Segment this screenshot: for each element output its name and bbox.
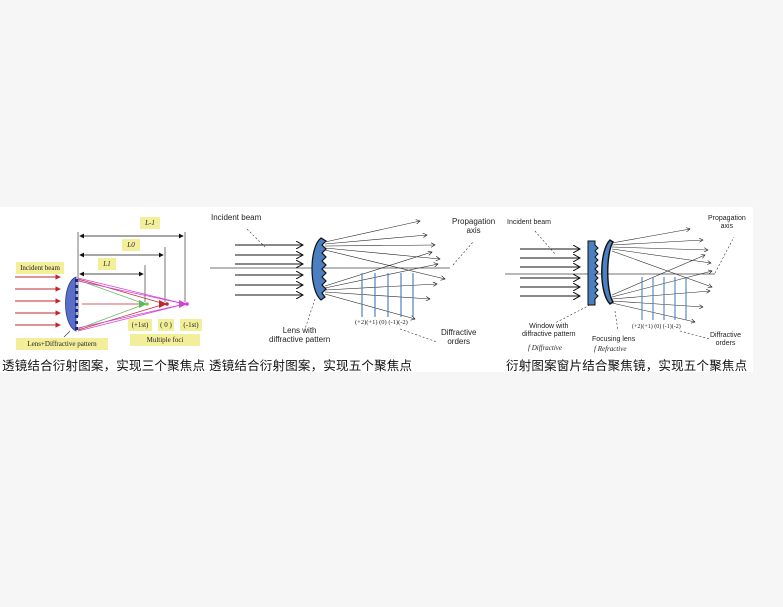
label-propagation-axis: Propagation axis [708, 215, 746, 231]
label-incident-beam: Incident beam [211, 213, 262, 222]
caption-five-foci-window: 衍射图案窗片结合聚焦镜，实现五个聚焦点 [506, 358, 748, 373]
label-propagation-axis: Propagation axis [452, 217, 496, 236]
panel-five-foci-window: Incident beam Propagation axis Window wi… [500, 207, 753, 373]
diagram-strip: L-1 L0 L1 Incident beam (+1st) ( 0 ) (-1… [0, 207, 753, 373]
caption-five-foci-lens: 透镜结合衍射图案，实现五个聚焦点 [209, 358, 413, 373]
panel-three-foci: L-1 L0 L1 Incident beam (+1st) ( 0 ) (-1… [0, 207, 206, 373]
three-foci-diagram [15, 232, 189, 338]
label-multiple-foci: Multiple foci [130, 334, 200, 346]
label-l1: L1 [98, 258, 116, 270]
label-l0: L0 [122, 239, 140, 251]
label-focusing-lens: Focusing lens [592, 336, 636, 343]
five-foci-lens-diagram [210, 207, 474, 343]
label-order-0: ( 0 ) [158, 319, 174, 331]
label-incident-beam: Incident beam [507, 219, 551, 226]
label-f-refractive: f Refractive [594, 345, 627, 353]
label-lens-diffractive: Lens+Diffractive pattern [16, 338, 108, 350]
label-order-minus1: (-1st) [180, 319, 202, 331]
label-diffractive-orders: Diffractive orders [441, 328, 477, 347]
label-diffractive-orders: Diffractive orders [710, 332, 741, 348]
label-lens-with-pattern: Lens with diffractive pattern [269, 326, 331, 345]
five-foci-window-diagram [505, 207, 735, 340]
label-diffractive-orders-values: (+2)(+1) (0) (-1)(-2) [632, 324, 681, 330]
label-window-pattern: Window with diffractive pattern [522, 323, 576, 339]
label-f-diffractive: f Diffractive [528, 344, 563, 352]
caption-three-foci: 透镜结合衍射图案，实现三个聚焦点 [2, 358, 206, 373]
label-order-plus1: (+1st) [128, 319, 152, 331]
label-incident-beam: Incident beam [16, 262, 64, 274]
label-diffractive-orders-values: (+2)(+1) (0) (-1)(-2) [355, 319, 408, 326]
panel-five-foci-lens: Incident beam Propagation axis Lens with… [205, 207, 500, 373]
label-l-minus1: L-1 [140, 217, 160, 229]
